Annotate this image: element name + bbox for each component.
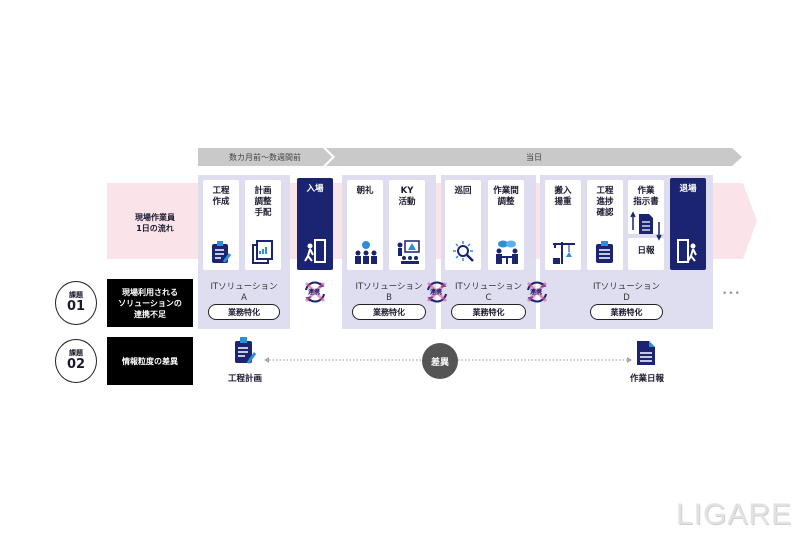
group-meeting-icon: [355, 241, 377, 264]
daily-report-icon: [637, 341, 655, 365]
issue-01-box: 現場利用される ソリューションの 連携不足: [107, 279, 193, 327]
solution-letter: B: [386, 293, 392, 303]
solution-name: ITソリューション: [210, 282, 278, 292]
broken-link-icon: 連携: [302, 279, 328, 305]
step-card-plan-arrangement: 計画 調整 手配: [245, 180, 281, 270]
solution-d-tag: 業務特化: [590, 304, 663, 320]
step-label: 朝礼: [356, 186, 374, 196]
step-card-patrol: 巡回: [445, 180, 481, 270]
step-label: 入場: [306, 184, 324, 194]
step-label: 工程 作成: [212, 186, 230, 207]
step-card-process-creation: 工程 作成: [203, 180, 239, 270]
gap-badge: 差異: [422, 343, 458, 379]
flow-label: 現場作業員 1日の流れ: [135, 213, 175, 233]
link-label: 連携: [530, 289, 543, 296]
hazard-training-icon: [397, 240, 420, 264]
checklist-icon: [596, 241, 613, 263]
step-label: 工程 進捗 確認: [596, 186, 614, 218]
issue-number: 02: [66, 357, 86, 372]
issue-02-box: 情報粒度の差異: [107, 337, 193, 385]
step-card-progress-check: 工程 進捗 確認: [587, 180, 623, 270]
walk-in-door-icon: [304, 239, 326, 263]
step-label: 作業間 調整: [493, 186, 519, 207]
step-label: 日報: [637, 246, 655, 256]
broken-link-icon: 連携: [424, 279, 450, 305]
solution-a-tag: 業務特化: [208, 304, 280, 320]
step-card-exit-site: 退場: [670, 178, 706, 270]
phase-before-label: 数カ月前～数週間前: [229, 152, 301, 162]
step-label: 巡回: [454, 186, 472, 196]
solution-c-tag: 業務特化: [451, 304, 526, 320]
solution-letter: D: [623, 293, 630, 303]
watermark-logo: LIGARE: [676, 498, 793, 531]
phase-day-label: 当日: [526, 152, 542, 162]
link-label: 連携: [308, 289, 321, 296]
document-chart-icon: [252, 240, 273, 264]
step-card-inter-work-coordination: 作業間 調整: [488, 180, 524, 270]
issue-number: 01: [66, 299, 86, 314]
step-label: 搬入 揚重: [554, 186, 572, 207]
solution-b-tag: 業務特化: [352, 304, 426, 320]
process-plan-label: 工程計画: [227, 374, 262, 384]
step-label: 作業 指示書: [633, 186, 659, 207]
flow-band-arrow: [743, 183, 757, 259]
step-card-ky-activity: KY 活動: [389, 180, 425, 270]
step-card-daily-report: 日報: [628, 238, 664, 270]
link-label: 連携: [430, 289, 443, 296]
step-card-morning-meeting: 朝礼: [347, 180, 383, 270]
solution-letter: C: [485, 293, 492, 303]
issue-kicker: 課題: [69, 291, 83, 299]
solution-name: ITソリューション: [355, 282, 423, 292]
walk-out-door-icon: [677, 239, 697, 263]
step-label: KY 活動: [398, 186, 416, 207]
more-indicator: •••: [722, 289, 741, 299]
broken-link-icon: 連携: [524, 279, 550, 305]
clipboard-icon: [212, 241, 232, 263]
step-card-enter-site: 入場: [297, 178, 333, 270]
solution-letter: A: [241, 293, 247, 303]
process-plan-icon: [235, 337, 257, 364]
daily-report-label: 作業日報: [629, 374, 664, 384]
step-card-delivery-lifting: 搬入 揚重: [545, 180, 581, 270]
discussion-icon: [496, 240, 518, 264]
magnifier-icon: [453, 241, 474, 262]
step-label: 退場: [679, 184, 697, 194]
step-label: 計画 調整 手配: [254, 186, 272, 218]
gap-label: 差異: [430, 357, 449, 368]
solution-name: ITソリューション: [454, 282, 523, 292]
issue-kicker: 課題: [69, 349, 83, 357]
solution-name: ITソリューション: [592, 282, 661, 292]
document-exchange-icon: [630, 211, 662, 241]
phase-before: 数カ月前～数週間前: [198, 148, 332, 166]
crane-icon: [553, 242, 575, 264]
phase-day: 当日: [326, 148, 742, 166]
